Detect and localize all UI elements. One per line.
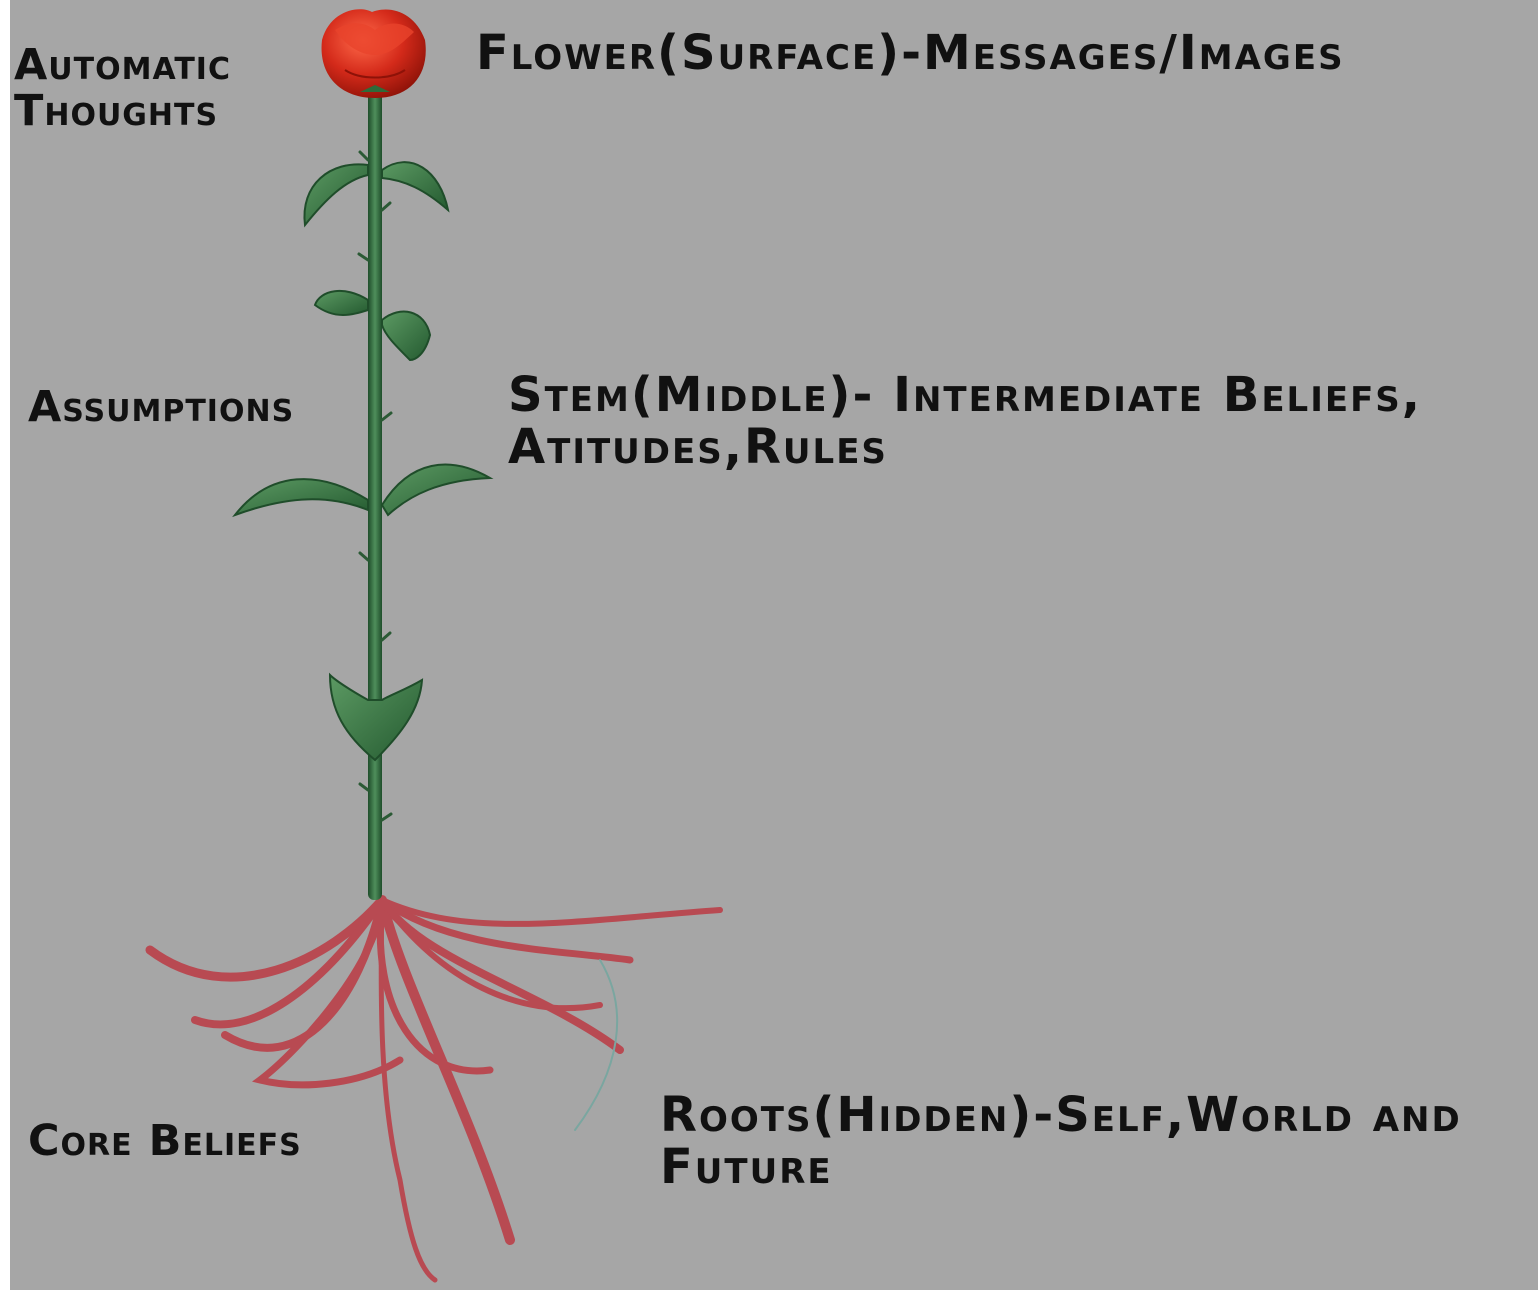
leaf <box>315 291 368 315</box>
roots-description-line-1: Roots(Hidden)-Self,World and <box>660 1090 1462 1142</box>
leaf <box>382 312 430 360</box>
stem-description-line-1: Stem(Middle)- Intermediate Beliefs, <box>508 370 1422 422</box>
leaf <box>304 164 368 225</box>
root-strand <box>381 900 435 1280</box>
roots-group <box>150 900 720 1280</box>
roots-description-line-2: Future <box>660 1142 1462 1194</box>
root-strand <box>150 900 382 977</box>
leaves <box>235 162 490 760</box>
core-beliefs-label: Core Beliefs <box>28 1118 302 1164</box>
root-strand <box>382 900 630 960</box>
flower <box>322 9 426 98</box>
roots-description: Roots(Hidden)-Self,World and Future <box>660 1090 1462 1194</box>
automatic-thoughts-line-1: Automatic <box>14 42 231 88</box>
stem-description: Stem(Middle)- Intermediate Beliefs, Atit… <box>508 370 1422 474</box>
automatic-thoughts-label: Automatic Thoughts <box>14 42 231 135</box>
root-strand <box>382 900 720 924</box>
leaf <box>235 479 368 515</box>
stem-description-line-2: Atitudes,Rules <box>508 422 1422 474</box>
leaf <box>382 162 448 210</box>
flower-description: Flower(Surface)-Messages/Images <box>476 28 1345 80</box>
automatic-thoughts-line-2: Thoughts <box>14 88 231 134</box>
assumptions-label: Assumptions <box>28 384 294 430</box>
leaf <box>382 465 490 515</box>
stem <box>368 90 382 900</box>
